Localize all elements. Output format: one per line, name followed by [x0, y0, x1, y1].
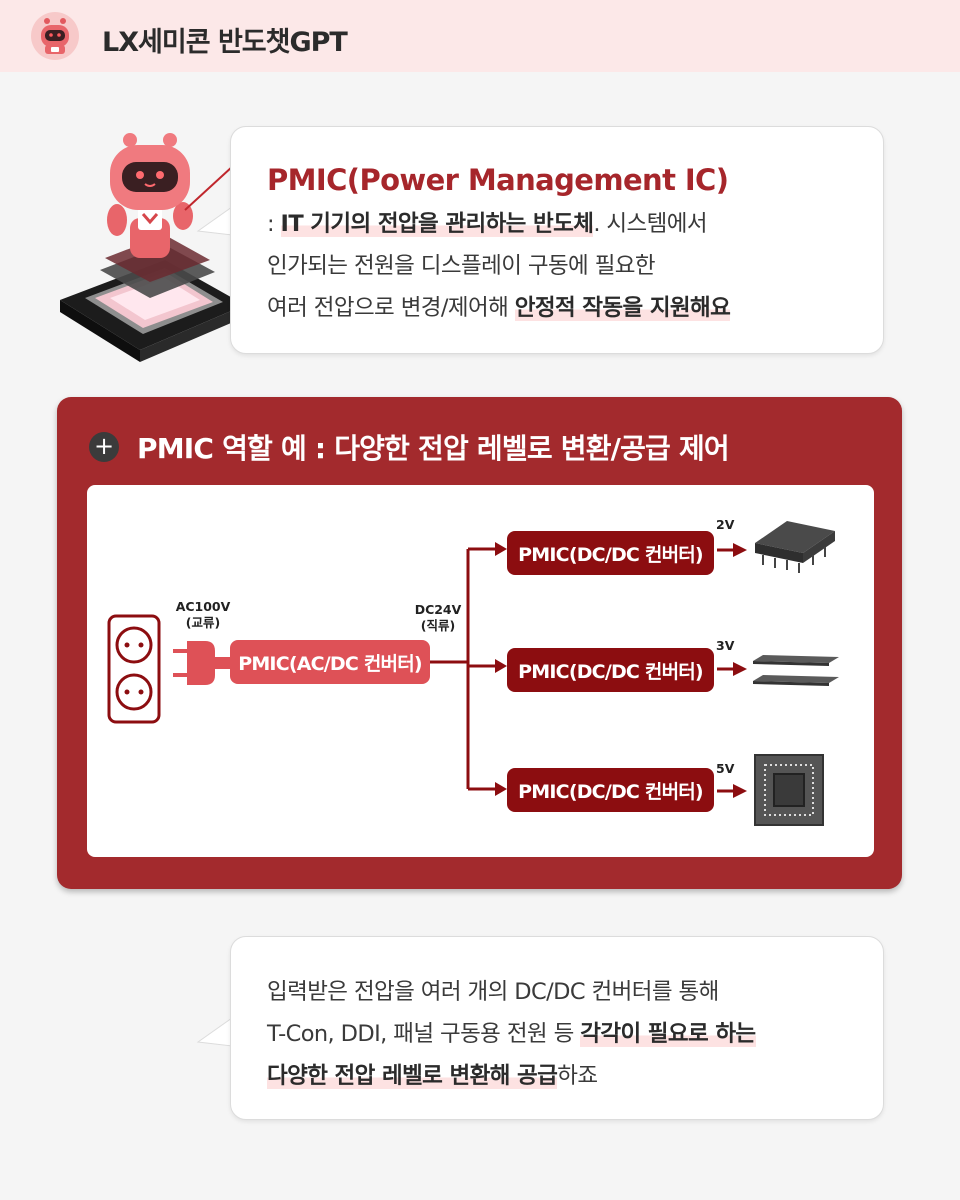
pmic-title: PMIC(Power Management IC) [267, 163, 729, 197]
dc-dc-converter-box-3: PMIC(DC/DC 컨버터) [507, 768, 714, 812]
intro-speech-bubble: PMIC(Power Management IC) : IT 기기의 전압을 관… [230, 126, 884, 354]
robot-mascot-icon [60, 133, 246, 362]
output-voltage-2v: 2V [716, 517, 735, 532]
plus-icon: + [89, 432, 119, 462]
pmic-role-panel: + PMIC 역할 예 : 다양한 전압 레벨로 변환/공급 제어 [57, 397, 902, 889]
description-line-1: : IT 기기의 전압을 관리하는 반도체. 시스템에서 [267, 211, 708, 237]
dc-dc-converter-box-2: PMIC(DC/DC 컨버터) [507, 648, 714, 692]
display-panel-icon [753, 655, 839, 686]
app-header: LX세미콘 반도챗GPT [0, 0, 960, 72]
panel-title: PMIC 역할 예 : 다양한 전압 레벨로 변환/공급 제어 [137, 432, 730, 465]
summary-line-1: 입력받은 전압을 여러 개의 DC/DC 컨버터를 통해 [267, 979, 719, 1005]
pmic-description: : IT 기기의 전압을 관리하는 반도체. 시스템에서 인가되는 전원을 디스… [267, 203, 731, 329]
dc-dc-converter-box-1: PMIC(DC/DC 컨버터) [507, 531, 714, 575]
chip-package-icon [754, 754, 824, 826]
power-outlet-icon [107, 614, 161, 724]
output-voltage-3v: 3V [716, 638, 735, 653]
description-line-2: 인가되는 전원을 디스플레이 구동에 필요한 [267, 253, 656, 279]
output-voltage-5v: 5V [716, 761, 735, 776]
diagram-area: AC100V (교류) DC24V (직류) PMIC(AC/DC 컨버터) P… [87, 485, 874, 857]
description-line-3: 여러 전압으로 변경/제어해 안정적 작동을 지원해요 [267, 295, 731, 321]
summary-speech-bubble: 입력받은 전압을 여러 개의 DC/DC 컨버터를 통해 T-Con, DDI,… [230, 936, 884, 1120]
ac-voltage-label: AC100V (교류) [175, 599, 231, 630]
mascot-logo-icon [31, 12, 79, 60]
ac-dc-converter-box: PMIC(AC/DC 컨버터) [230, 640, 430, 684]
diagram-connectors [107, 521, 839, 826]
summary-line-3: 다양한 전압 레벨로 변환해 공급하죠 [267, 1063, 598, 1089]
summary-text: 입력받은 전압을 여러 개의 DC/DC 컨버터를 통해 T-Con, DDI,… [267, 971, 756, 1097]
dc-voltage-label: DC24V (직류) [414, 602, 462, 633]
summary-line-2: T-Con, DDI, 패널 구동용 전원 등 각각이 필요로 하는 [267, 1021, 756, 1047]
ic-chip-icon [755, 521, 835, 573]
app-title: LX세미콘 반도챗GPT [102, 27, 348, 58]
power-plug-icon [173, 641, 231, 685]
